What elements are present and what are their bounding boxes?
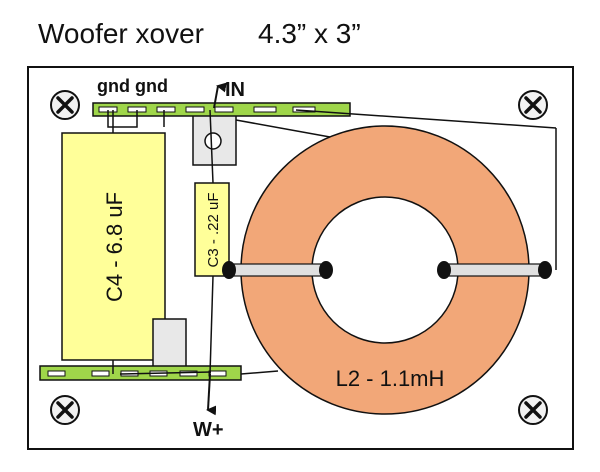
inductor-lead-left — [222, 261, 333, 279]
board-dimensions: 4.3” x 3” — [258, 18, 361, 49]
output-label: W+ — [193, 419, 224, 441]
l2-label: L2 - 1.1mH — [336, 366, 445, 391]
mounting-hole-bottom-right — [518, 395, 548, 425]
x-circle-icon — [518, 395, 548, 425]
c3-label: C3 - .22 uF — [205, 192, 222, 267]
input-arrow — [213, 82, 227, 109]
mounting-hole-bottom-left — [50, 395, 80, 425]
ground-label: gnd gnd — [97, 76, 168, 96]
capacitor-c4 — [61, 132, 166, 361]
output-arrow — [206, 373, 217, 416]
x-circle-icon — [50, 90, 80, 120]
top-terminal-strip — [92, 102, 351, 117]
input-label: IN — [225, 79, 245, 101]
x-circle-icon — [518, 90, 548, 120]
mounting-hole-top-right — [518, 90, 548, 120]
inductor-lead-right — [437, 261, 552, 279]
c4-mounting-pad — [152, 318, 187, 370]
c4-label: C4 - 6.8 uF — [102, 192, 127, 302]
diagram-title: Woofer xover — [38, 18, 204, 49]
capacitor-c3 — [194, 182, 230, 277]
x-circle-icon — [50, 395, 80, 425]
circuit-wiring — [107, 109, 557, 375]
mounting-hole-top-left — [50, 90, 80, 120]
